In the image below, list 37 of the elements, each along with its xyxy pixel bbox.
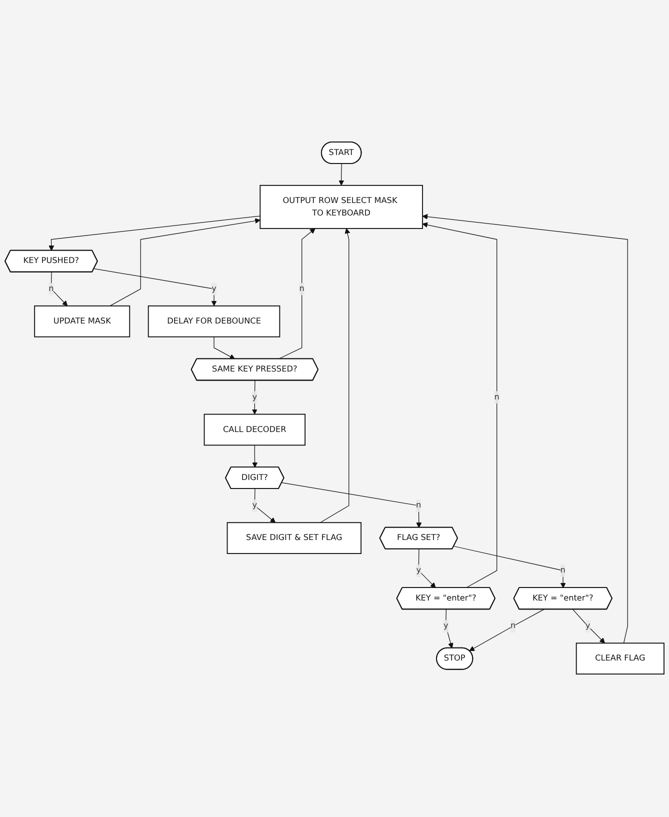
arrow [422,214,628,644]
arrow [110,218,260,307]
arrow [254,489,276,524]
arrow [282,482,422,528]
arrow [422,222,498,589]
arrow [572,610,606,644]
arrow [469,610,544,652]
arrow [454,546,566,589]
edge-label: y [443,622,448,632]
arrow [50,272,68,307]
edge-label: n [48,284,54,294]
arrow [252,445,258,468]
edge-label: y [212,284,216,294]
arrow [48,216,260,252]
edge-label: n [494,392,500,402]
edge-label: n [299,284,304,294]
edge-label: y [416,566,422,576]
arrow [94,268,217,307]
edge-label: y [252,501,258,511]
edge-label: n [416,501,422,511]
edge-label: y [585,622,590,632]
edge-label: y [252,392,258,402]
node-box: DELAY FOR DEBOUNCE [148,306,280,338]
arrow [252,380,258,415]
node-box: UPDATE MASK [34,306,130,338]
edge-label: n [510,622,516,632]
arrow [418,549,436,589]
node-box: SAVE DIGIT & SET FLAG [226,522,362,554]
node-box: OUTPUT ROW SELECT MASK TO KEYBOARD [260,185,423,230]
arrow [320,228,350,524]
arrow [446,610,454,649]
arrow [214,336,236,360]
node-box: CALL DECODER [204,414,306,446]
arrow [278,228,316,360]
edge-label: n [560,566,566,576]
arrow [338,164,344,186]
node-box: CLEAR FLAG [576,643,664,675]
